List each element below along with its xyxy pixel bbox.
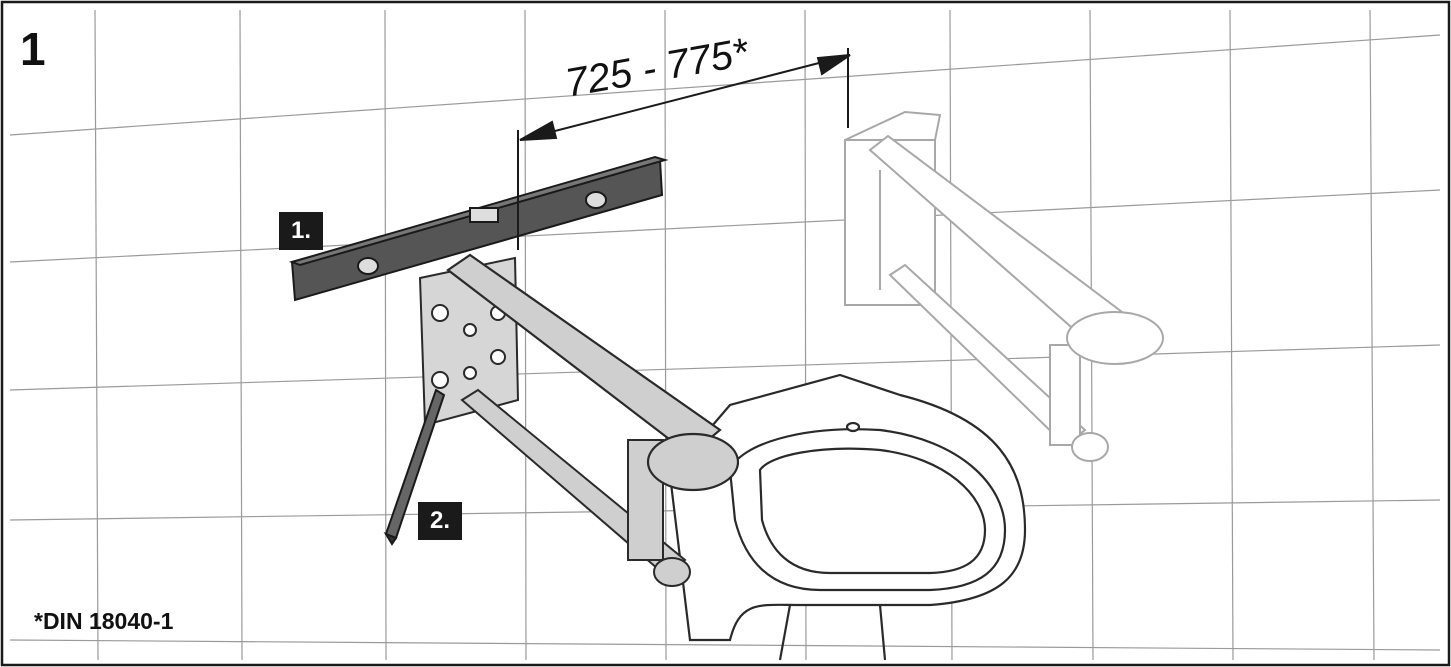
upper-grab-bar [446,253,740,492]
callout-step-2: 2. [418,502,462,540]
toilet [668,373,1027,661]
pencil [383,388,446,546]
dimension-arrow [517,48,851,250]
callout-step-1: 1. [279,212,323,250]
step-number: 1 [20,23,46,75]
ghost-grab-bar [844,110,1164,462]
footnote: *DIN 18040-1 [34,608,174,634]
spirit-level [288,155,669,302]
